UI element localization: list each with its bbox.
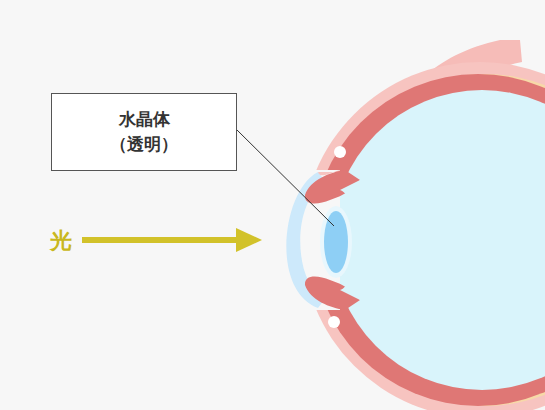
part-note: （透明） xyxy=(110,132,178,158)
sclera xyxy=(302,62,545,410)
leader-line xyxy=(237,130,334,226)
callout-box: 水晶体（透明） xyxy=(51,93,237,171)
light-label: 光 xyxy=(50,226,72,256)
choroid xyxy=(319,74,545,406)
light-arrow xyxy=(82,237,240,243)
part-name: 水晶体 xyxy=(119,107,170,133)
retina xyxy=(312,74,545,406)
vitreous-body xyxy=(332,90,545,390)
light-arrowhead xyxy=(236,228,262,252)
